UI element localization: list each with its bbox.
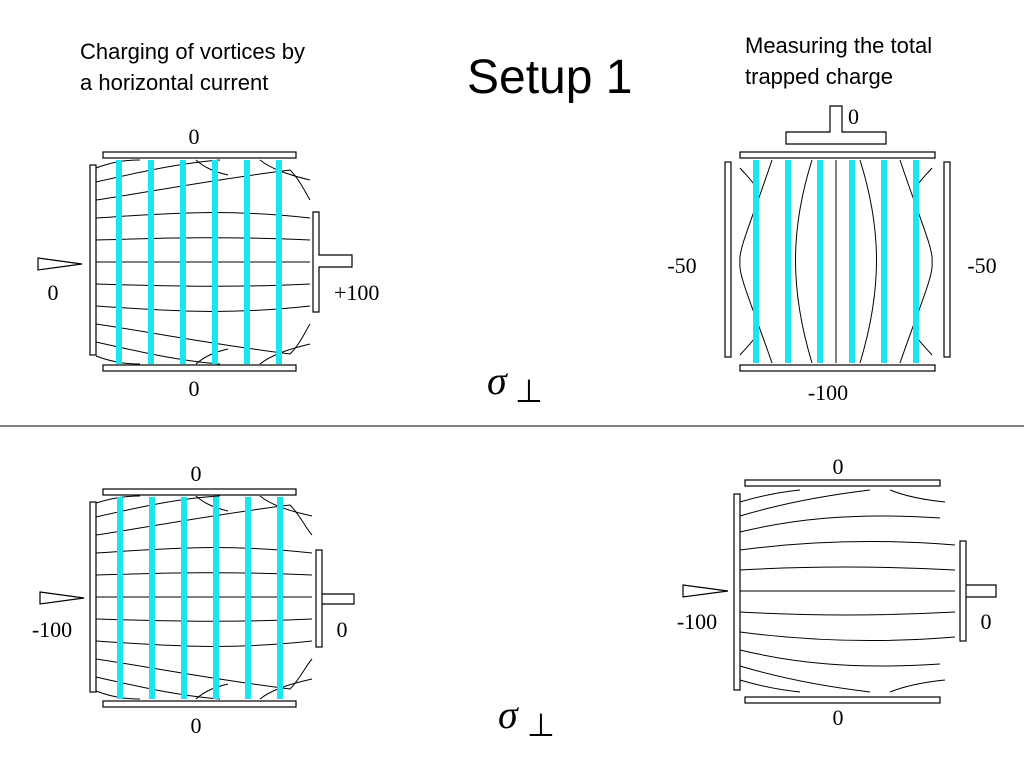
sigma-glyph: σ <box>498 692 519 737</box>
potential-left: -100 <box>677 609 717 634</box>
potential-left: -50 <box>667 253 696 278</box>
potential-right: 0 <box>337 617 348 642</box>
slide-title: Setup 1 <box>467 51 633 104</box>
sigma-glyph: σ <box>487 358 508 403</box>
top-contact <box>785 105 887 145</box>
sigma-perp-symbol: σ ⊥ <box>498 692 555 743</box>
top-electrode <box>102 151 297 159</box>
right-contact <box>966 584 997 598</box>
field-lines <box>739 489 956 693</box>
top-electrode <box>102 488 297 496</box>
left-electrode <box>733 493 741 691</box>
right-electrode <box>312 211 353 313</box>
current-probe-arrow <box>39 591 85 605</box>
potential-right: -50 <box>967 253 996 278</box>
potential-bottom: 0 <box>833 705 844 730</box>
diagram-bottom-right <box>682 479 997 704</box>
field-lines <box>739 159 933 364</box>
left-electrode <box>89 164 97 356</box>
current-probe-arrow <box>682 584 729 598</box>
perp-glyph: ⊥ <box>515 373 543 409</box>
potential-bottom: 0 <box>191 713 202 738</box>
caption-charging: Charging of vortices by a horizontal cur… <box>80 39 305 95</box>
left-electrode <box>89 501 97 693</box>
potential-bottom: -100 <box>808 380 848 405</box>
caption-measuring: Measuring the total trapped charge <box>745 33 933 89</box>
bottom-electrode <box>739 364 936 372</box>
potential-top: 0 <box>189 124 200 149</box>
diagram-top-right <box>724 105 951 372</box>
perp-glyph: ⊥ <box>527 707 555 743</box>
diagram-bottom-left <box>39 488 355 708</box>
left-electrode <box>724 161 732 358</box>
bottom-electrode <box>102 700 297 708</box>
bottom-electrode <box>744 696 941 704</box>
right-contact <box>322 593 355 605</box>
right-electrode <box>959 540 967 642</box>
right-electrode <box>315 549 323 648</box>
potential-right: +100 <box>334 280 379 305</box>
sigma-perp-symbol: σ ⊥ <box>487 358 543 409</box>
vortex-lines <box>117 497 283 699</box>
potential-bottom: 0 <box>189 376 200 401</box>
vortex-lines <box>753 160 919 363</box>
bottom-electrode <box>102 364 297 372</box>
potential-right: 0 <box>981 609 992 634</box>
current-probe-arrow <box>37 257 83 271</box>
potential-top: 0 <box>833 454 844 479</box>
top-electrode <box>744 479 941 487</box>
potential-top: 0 <box>191 461 202 486</box>
diagram-top-left <box>37 151 353 372</box>
potential-top: 0 <box>848 104 859 129</box>
vortex-lines <box>116 160 282 364</box>
potential-left: 0 <box>48 280 59 305</box>
top-electrode <box>739 151 936 159</box>
right-electrode <box>943 161 951 358</box>
potential-left: -100 <box>32 617 72 642</box>
